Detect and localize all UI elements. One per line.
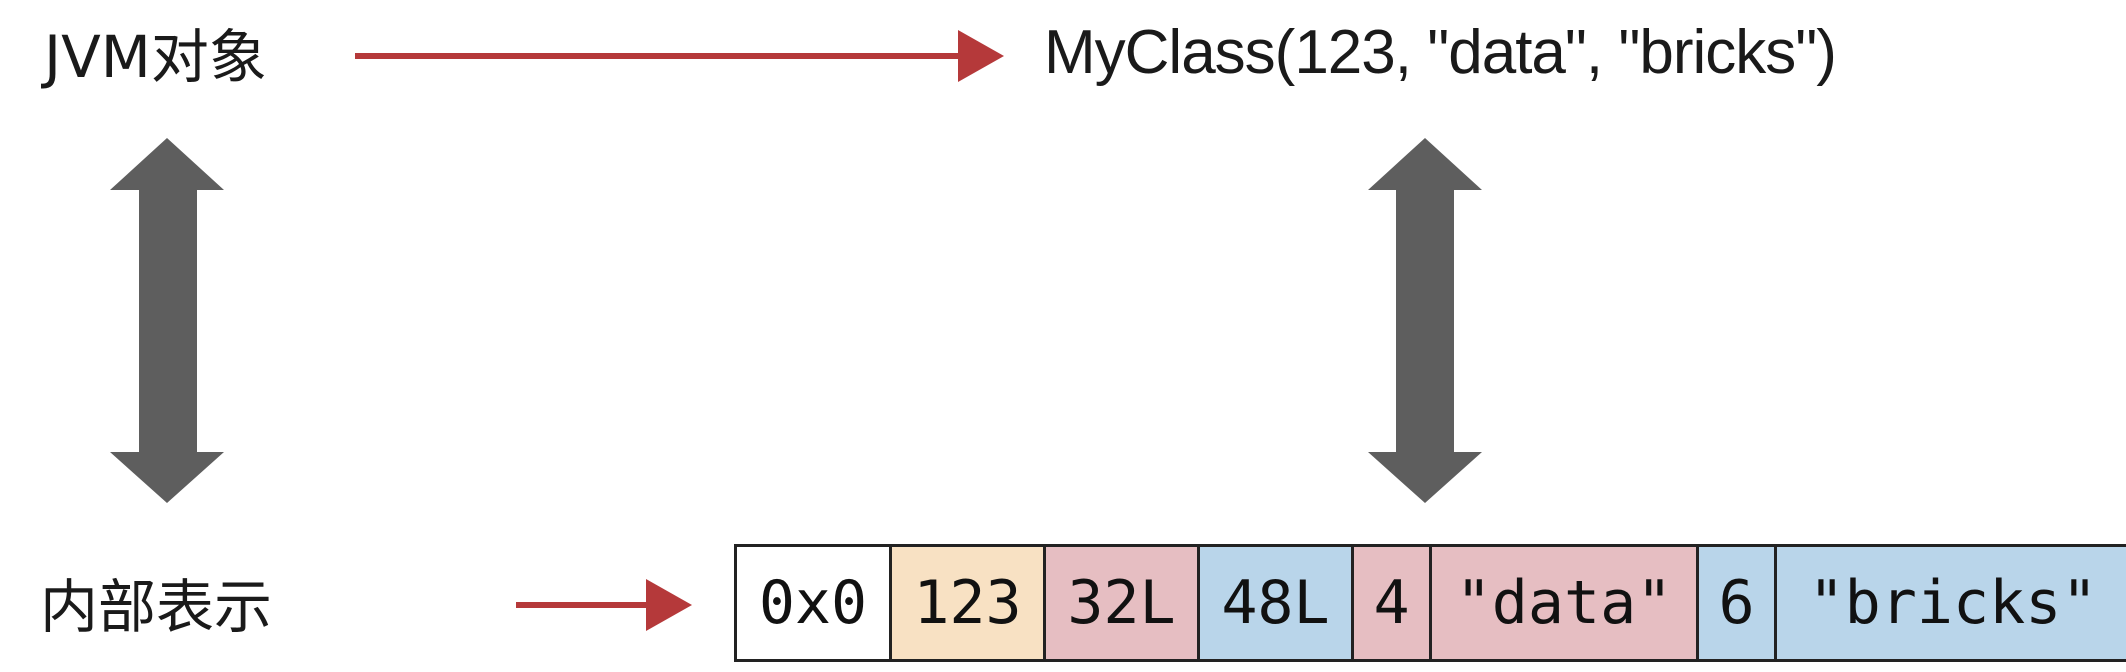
red-arrow-bottom — [516, 579, 692, 631]
constructor-label: MyClass(123, "data", "bricks") — [1044, 18, 1837, 87]
binary-cell: 48L — [1200, 547, 1354, 659]
binary-cell: 4 — [1354, 547, 1432, 659]
internal-representation-label: 内部表示 — [40, 573, 273, 641]
binary-cell: 32L — [1046, 547, 1200, 659]
binary-cell: "data" — [1432, 547, 1699, 659]
binary-cell: 123 — [892, 547, 1046, 659]
jvm-object-label: JVM对象 — [44, 23, 267, 91]
binary-row: 0x0 123 32L 48L 4 "data" 6 "bricks" — [734, 544, 2126, 662]
red-arrow-top — [355, 30, 1004, 82]
gray-double-arrow-right — [1368, 138, 1482, 503]
binary-cell: 6 — [1699, 547, 1777, 659]
binary-cell: "bricks" — [1777, 547, 2126, 659]
gray-double-arrow-left — [110, 138, 224, 503]
binary-cell: 0x0 — [737, 547, 892, 659]
